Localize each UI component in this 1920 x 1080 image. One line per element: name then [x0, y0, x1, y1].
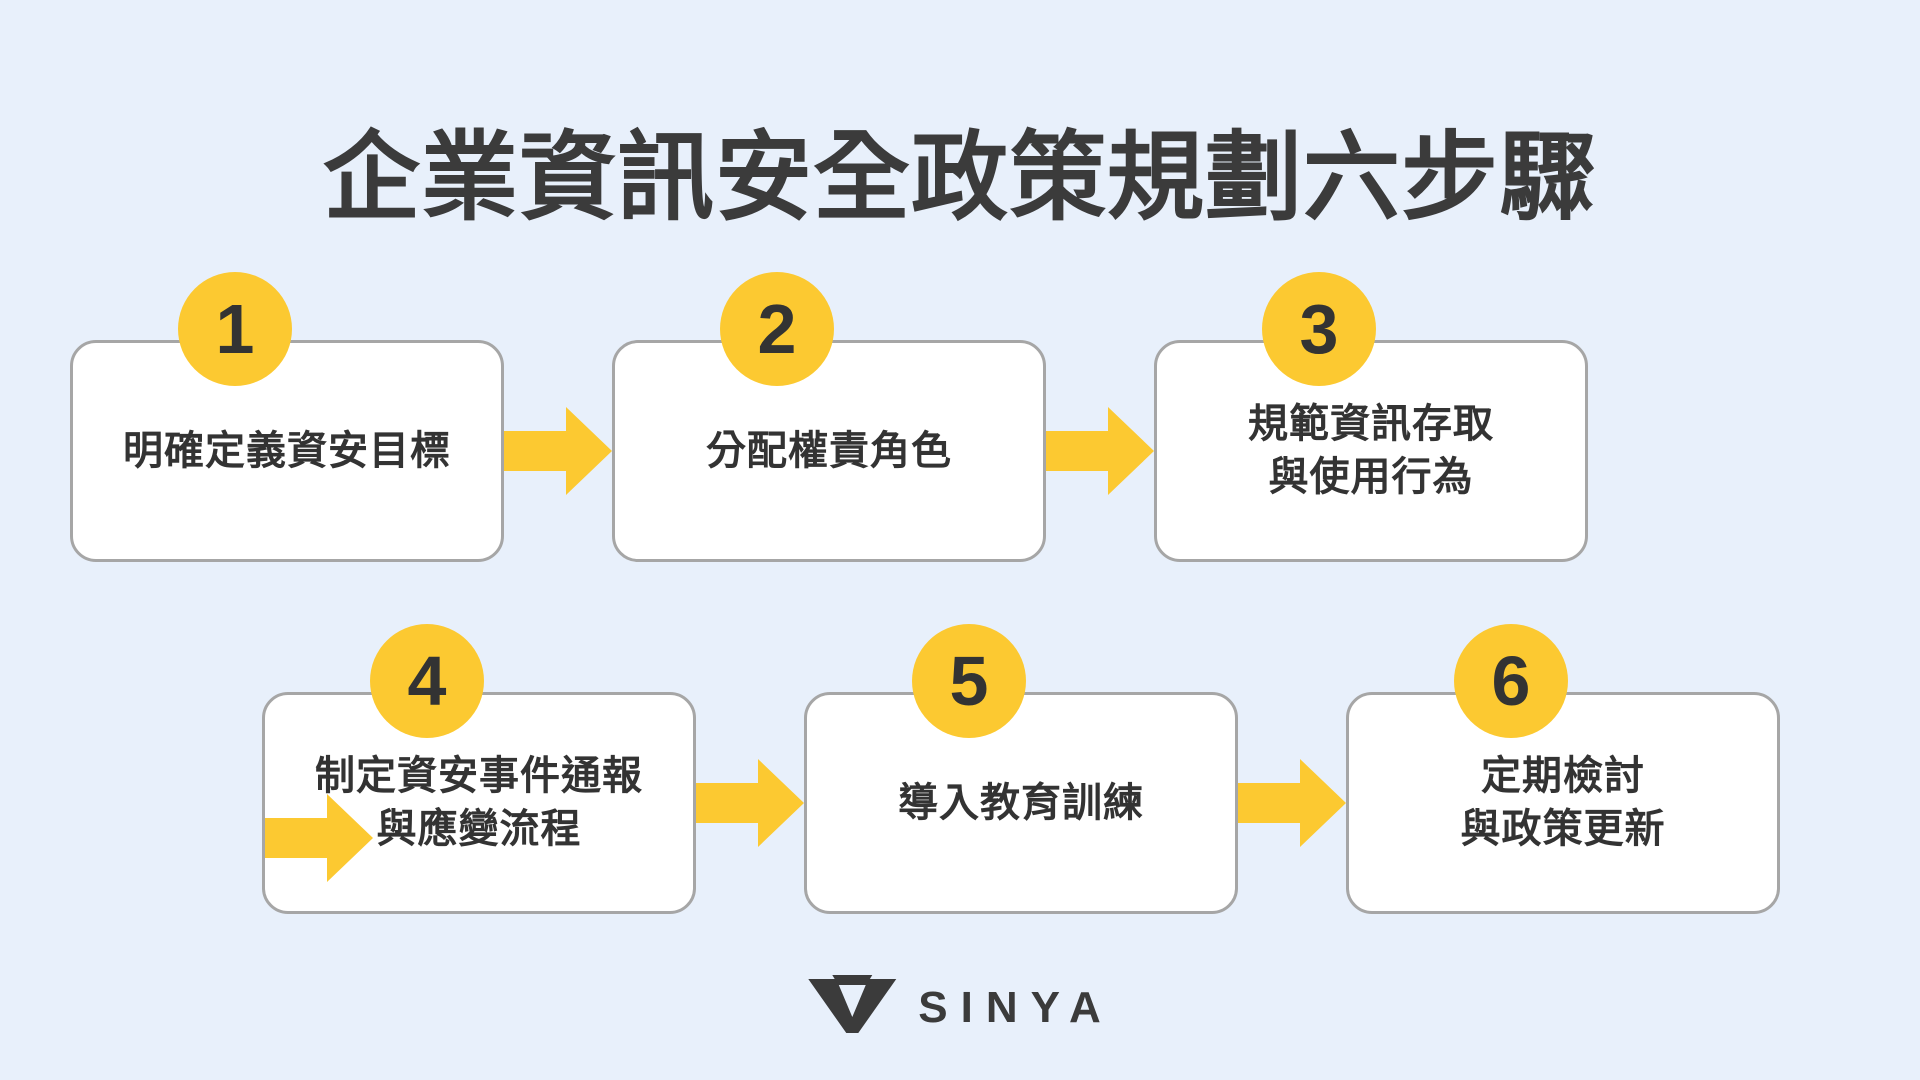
step-label-1: 明確定義資安目標	[123, 428, 451, 473]
step-number-badge-6: 6	[1453, 624, 1568, 738]
step-number-badge-5: 5	[911, 624, 1026, 738]
step-number-badge-4: 4	[369, 624, 484, 738]
step-card-2[interactable]: 2 分配權責角色	[612, 272, 1046, 562]
brand-name: SINYA	[918, 982, 1114, 1032]
brand-logo: SINYA	[806, 973, 1113, 1042]
right-arrow-icon	[1238, 755, 1346, 851]
flow-arrow-4	[696, 755, 804, 851]
flow-arrow-3	[265, 790, 373, 886]
step-card-6[interactable]: 6 定期檢討 與政策更新	[1346, 624, 1780, 914]
flow-arrow-2	[1046, 403, 1154, 499]
step-card-body-3: 規範資訊存取 與使用行為	[1154, 340, 1588, 562]
right-arrow-icon	[265, 790, 373, 886]
step-label-2: 分配權責角色	[706, 428, 952, 473]
page-title: 企業資訊安全政策規劃六步驟	[323, 122, 1597, 232]
step-label-6: 定期檢討 與政策更新	[1460, 754, 1666, 851]
steps-row-2: 4 制定資安事件通報 與應變流程 5 導入教育訓練	[262, 624, 1780, 914]
step-number-badge-3: 3	[1261, 272, 1376, 386]
step-card-body-6: 定期檢討 與政策更新	[1346, 692, 1780, 914]
step-card-body-2: 分配權責角色	[612, 340, 1046, 562]
flow-arrow-5	[1238, 755, 1346, 851]
step-card-3[interactable]: 3 規範資訊存取 與使用行為	[1154, 272, 1588, 562]
step-card-body-5: 導入教育訓練	[804, 692, 1238, 914]
steps-row-1: 1 明確定義資安目標 2 分配權責角色	[70, 272, 1588, 562]
flow-arrow-1	[504, 403, 612, 499]
right-arrow-icon	[504, 403, 612, 499]
step-label-4: 制定資安事件通報 與應變流程	[315, 754, 643, 851]
step-number-badge-2: 2	[719, 272, 834, 386]
sinya-v-mark-icon	[806, 973, 898, 1042]
step-card-body-1: 明確定義資安目標	[70, 340, 504, 562]
step-card-5[interactable]: 5 導入教育訓練	[804, 624, 1238, 914]
step-label-3: 規範資訊存取 與使用行為	[1248, 402, 1494, 499]
step-number-badge-1: 1	[177, 272, 292, 386]
right-arrow-icon	[1046, 403, 1154, 499]
step-card-1[interactable]: 1 明確定義資安目標	[70, 272, 504, 562]
step-label-5: 導入教育訓練	[898, 780, 1144, 825]
right-arrow-icon	[696, 755, 804, 851]
